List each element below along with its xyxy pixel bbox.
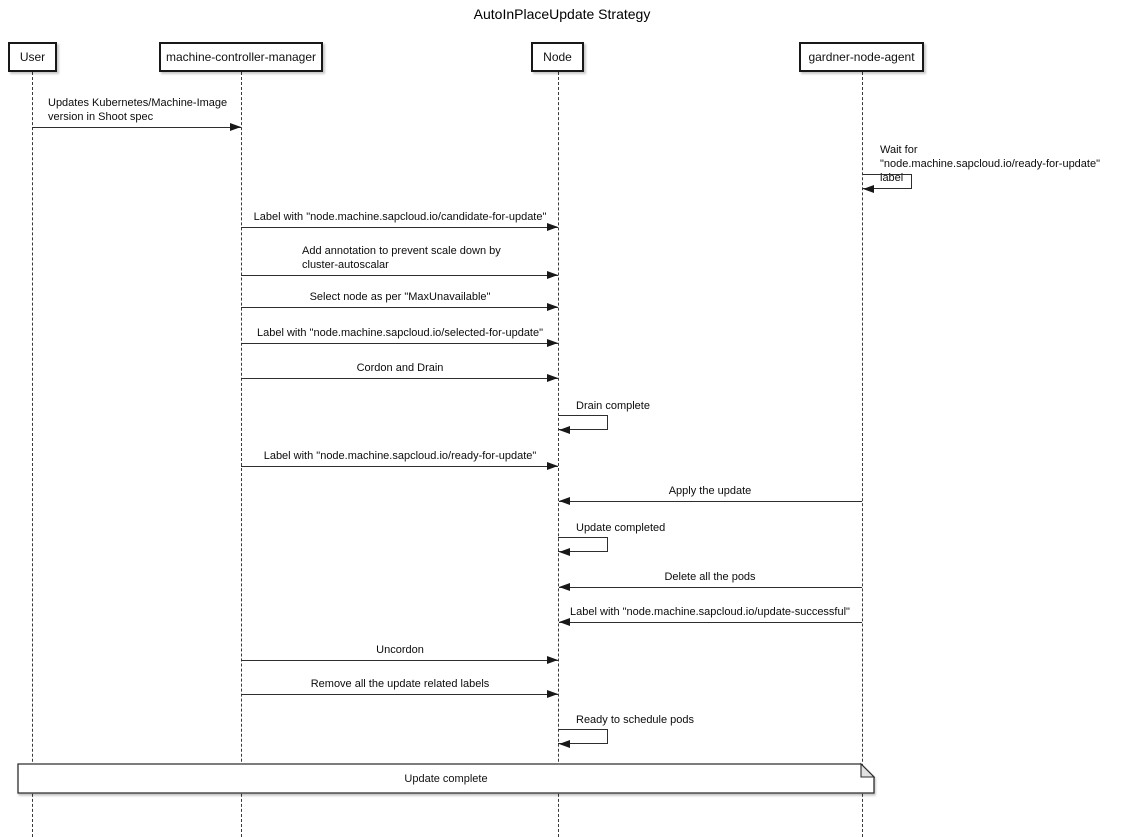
participant-node-label: Node: [543, 50, 572, 64]
arrowhead-right-icon: [547, 374, 558, 382]
message-arrow: [241, 307, 558, 308]
lifeline-user: [32, 72, 33, 837]
message-arrow: [241, 378, 558, 379]
note-update-complete: Update complete: [404, 772, 488, 785]
message-label: Ready to schedule pods: [576, 714, 695, 726]
message-label: Label with "node.machine.sapcloud.io/can…: [253, 211, 547, 223]
arrowhead-left-icon: [863, 185, 874, 193]
lifeline-gardner-node-agent: [862, 72, 863, 837]
message-arrow: [32, 127, 241, 128]
participant-machine-controller-manager-label: machine-controller-manager: [165, 50, 317, 64]
message-label: Label with "node.machine.sapcloud.io/upd…: [570, 606, 850, 618]
arrowhead-left-icon: [559, 740, 570, 748]
arrowhead-right-icon: [547, 271, 558, 279]
message-label: Select node as per "MaxUnavailable": [309, 291, 491, 303]
arrowhead-right-icon: [547, 303, 558, 311]
lifeline-node: [558, 72, 559, 837]
message-arrow: [559, 501, 862, 502]
participant-node: Node: [531, 42, 584, 72]
message-arrow: [559, 587, 862, 588]
arrowhead-right-icon: [547, 339, 558, 347]
message-label: Uncordon: [376, 644, 424, 656]
lifeline-machine-controller-manager: [241, 72, 242, 837]
note-fold-icon: [860, 762, 876, 778]
message-arrow: [241, 227, 558, 228]
arrowhead-right-icon: [547, 656, 558, 664]
message-label: Add annotation to prevent scale down by …: [302, 245, 501, 271]
arrowhead-left-icon: [559, 618, 570, 626]
self-message-loop: [558, 729, 608, 744]
participant-user-label: User: [19, 50, 46, 64]
message-arrow: [241, 466, 558, 467]
arrowhead-left-icon: [559, 548, 570, 556]
message-label: Apply the update: [668, 485, 752, 497]
note-shape: [17, 762, 876, 794]
message-arrow: [241, 694, 558, 695]
arrowhead-right-icon: [547, 462, 558, 470]
message-arrow: [241, 660, 558, 661]
self-message-loop: [862, 174, 912, 189]
message-label: Cordon and Drain: [356, 362, 444, 374]
arrowhead-left-icon: [559, 583, 570, 591]
participant-gardner-node-agent-label: gardner-node-agent: [808, 50, 915, 64]
message-arrow: [241, 275, 558, 276]
arrowhead-right-icon: [230, 123, 241, 131]
message-label: Delete all the pods: [664, 571, 756, 583]
self-message-loop: [558, 537, 608, 552]
message-arrow: [241, 343, 558, 344]
participant-machine-controller-manager: machine-controller-manager: [159, 42, 323, 72]
message-label: Wait for "node.machine.sapcloud.io/ready…: [880, 144, 1100, 184]
message-label: Update completed: [576, 522, 666, 534]
arrowhead-left-icon: [559, 426, 570, 434]
message-label: Label with "node.machine.sapcloud.io/rea…: [263, 450, 537, 462]
self-message-loop: [558, 415, 608, 430]
diagram-title: AutoInPlaceUpdate Strategy: [473, 6, 651, 22]
message-label: Drain complete: [576, 400, 650, 412]
message-label: Label with "node.machine.sapcloud.io/sel…: [256, 327, 544, 339]
arrowhead-left-icon: [559, 497, 570, 505]
arrowhead-right-icon: [547, 690, 558, 698]
message-arrow: [559, 622, 862, 623]
message-label: Remove all the update related labels: [310, 678, 490, 690]
participant-user: User: [8, 42, 57, 72]
arrowhead-right-icon: [547, 223, 558, 231]
participant-gardner-node-agent: gardner-node-agent: [799, 42, 924, 72]
message-label: Updates Kubernetes/Machine-Image version…: [48, 97, 228, 123]
